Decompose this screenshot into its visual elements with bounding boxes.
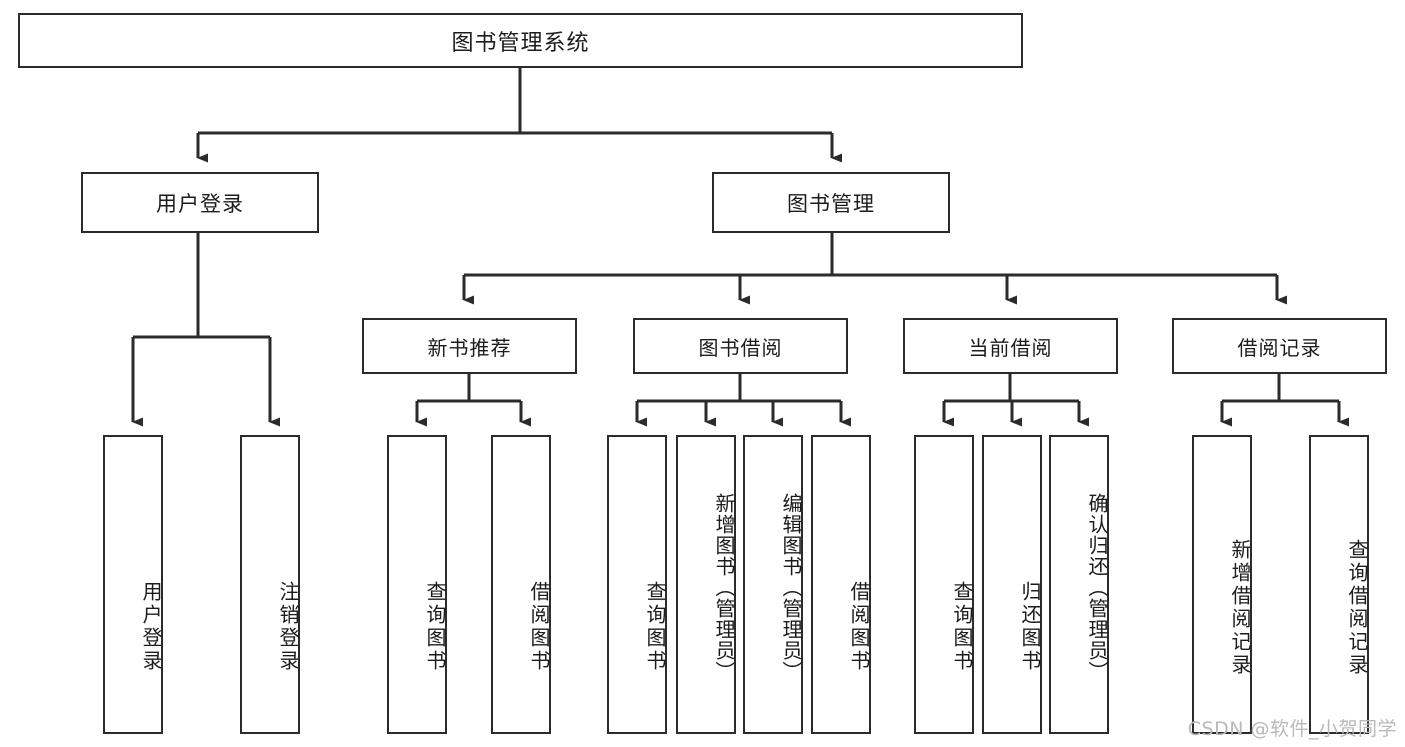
node-label: 注销登录 — [276, 580, 300, 673]
node-label: 归还图书 — [1018, 580, 1042, 673]
node-label: 新书推荐 — [427, 335, 512, 360]
node-book-manage[interactable]: 图书管理 — [712, 172, 950, 233]
node-label: 图书管理 — [787, 191, 875, 216]
leaf-add-borrow-record[interactable]: 新增借阅记录 — [1192, 435, 1252, 734]
node-label: 当前借阅 — [968, 335, 1053, 360]
leaf-borrow-book-recommend[interactable]: 借阅图书 — [491, 435, 551, 734]
node-root-book-management-system[interactable]: 图书管理系统 — [18, 13, 1023, 68]
node-new-book-recommend[interactable]: 新书推荐 — [362, 318, 577, 374]
leaf-add-book-admin[interactable]: 新增图书（管理员） — [676, 435, 736, 734]
leaf-query-book-borrow[interactable]: 查询图书 — [607, 435, 667, 734]
node-label: 用户登录 — [156, 191, 244, 216]
leaf-confirm-return-admin[interactable]: 确认归还（管理员） — [1049, 435, 1109, 734]
node-label: 图书借阅 — [698, 335, 783, 360]
leaf-user-login[interactable]: 用户登录 — [103, 435, 163, 734]
node-label: 编辑图书（管理员） — [779, 493, 803, 682]
leaf-query-borrow-record[interactable]: 查询借阅记录 — [1309, 435, 1369, 734]
leaf-logout[interactable]: 注销登录 — [240, 435, 300, 734]
node-label: 借阅记录 — [1237, 335, 1322, 360]
node-label: 查询图书 — [423, 580, 447, 673]
node-book-borrow[interactable]: 图书借阅 — [633, 318, 848, 374]
node-label: 借阅图书 — [847, 580, 871, 673]
node-borrow-record[interactable]: 借阅记录 — [1172, 318, 1387, 374]
node-label: 查询图书 — [643, 580, 667, 673]
leaf-return-book[interactable]: 归还图书 — [982, 435, 1042, 734]
leaf-query-book-recommend[interactable]: 查询图书 — [387, 435, 447, 734]
leaf-edit-book-admin[interactable]: 编辑图书（管理员） — [743, 435, 803, 734]
node-label: 新增借阅记录 — [1228, 538, 1252, 677]
node-current-borrow[interactable]: 当前借阅 — [903, 318, 1118, 374]
node-label: 图书管理系统 — [451, 30, 590, 56]
node-user-login[interactable]: 用户登录 — [81, 172, 319, 233]
leaf-query-book-current[interactable]: 查询图书 — [914, 435, 974, 734]
leaf-borrow-book[interactable]: 借阅图书 — [811, 435, 871, 734]
node-label: 新增图书（管理员） — [712, 493, 736, 682]
csdn-watermark: CSDN @软件_小贺同学 — [1187, 718, 1397, 740]
node-label: 查询借阅记录 — [1345, 538, 1369, 677]
node-label: 用户登录 — [139, 580, 163, 673]
node-label: 确认归还（管理员） — [1085, 493, 1109, 682]
node-label: 查询图书 — [950, 580, 974, 673]
node-label: 借阅图书 — [527, 580, 551, 673]
